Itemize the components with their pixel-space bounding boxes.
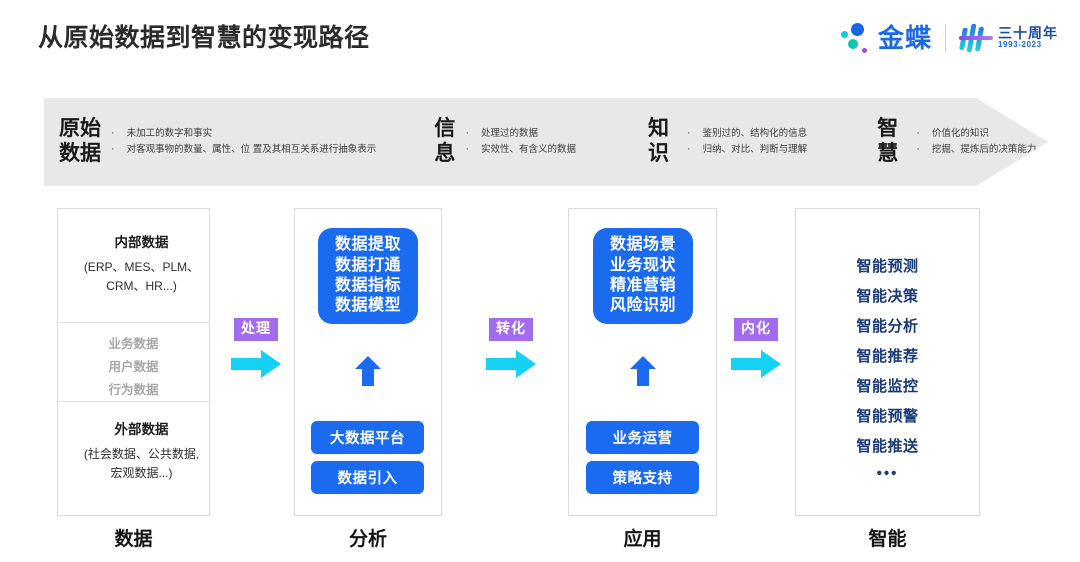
banner-bullet: · 未加工的数字和事实	[111, 126, 376, 142]
banner-stage-knowledge: 知 识 · 鉴别过的、结构化的信息 · 归纳、对比、判断与理解	[648, 98, 807, 186]
application-capability-item: 数据场景	[609, 236, 676, 254]
banner-stage-name: 信 息	[434, 117, 456, 165]
banner-stage-bullets: · 鉴别过的、结构化的信息 · 归纳、对比、判断与理解	[687, 126, 807, 158]
data-type-item: 业务数据	[108, 337, 159, 351]
anniversary-badge: 三十周年 1993-2023	[959, 22, 1058, 54]
analysis-ingest-pill[interactable]: 数据引入	[311, 461, 424, 494]
intelligence-item: 智能预警	[856, 408, 919, 425]
banner-stage-bullets: · 价值化的知识 · 挖掘、提炼后的决策能力	[916, 126, 1036, 158]
banner-bullet: · 处理过的数据	[465, 126, 576, 142]
column-card-intelligence	[795, 208, 980, 516]
internal-data-title: 内部数据	[114, 235, 169, 250]
intelligence-more-ellipsis: •••	[876, 465, 899, 482]
column-footer-data: 数据	[114, 529, 153, 550]
brand-logo: 金蝶 三十周年 1993-2023	[839, 18, 1058, 58]
intelligence-capability-list: 智能预测 智能决策 智能分析 智能推荐 智能监控 智能预警 智能推送 •••	[795, 252, 980, 486]
data-type-item: 用户数据	[108, 360, 159, 375]
external-data-sources: (社会数据、公共数据, 宏观数据...)	[83, 447, 200, 480]
intelligence-item: 智能监控	[856, 378, 919, 395]
banner-stage-name: 知 识	[648, 117, 669, 165]
banner-bullet: · 对客观事物的数量、属性、位 置及其相互关系进行抽象表示	[111, 142, 376, 158]
banner-bullet-text: 处理过的数据	[480, 128, 538, 140]
internal-data-block: 内部数据 (ERP、MES、PLM、 CRM、HR...)	[58, 231, 225, 295]
banner-bullet: · 归纳、对比、判断与理解	[687, 142, 807, 158]
banner-bullet-text: 价值化的知识	[931, 128, 989, 140]
column-footer-intelligence: 智能	[868, 529, 907, 550]
column-card-data: 内部数据 (ERP、MES、PLM、 CRM、HR...) 业务数据 用户数据 …	[57, 208, 210, 516]
banner-stage-information: 信 息 · 处理过的数据 · 实效性、有含义的数据	[434, 98, 576, 186]
banner-stage-wisdom: 智 慧 · 价值化的知识 · 挖掘、提炼后的决策能力	[877, 98, 1036, 186]
up-arrow-icon	[355, 356, 381, 386]
connector-label: 处理	[234, 318, 278, 341]
banner-bullet-text: 鉴别过的、结构化的信息	[702, 128, 808, 140]
divider	[58, 322, 209, 323]
analysis-capability-item: 数据提取	[334, 236, 401, 254]
internal-data-sources: (ERP、MES、PLM、 CRM、HR...)	[83, 260, 200, 293]
bullet-dot-icon: ·	[465, 127, 469, 140]
intelligence-item: 智能推荐	[856, 348, 919, 365]
banner-stage-bullets: · 处理过的数据 · 实效性、有含义的数据	[465, 126, 576, 158]
connector-processing: 处理	[224, 318, 288, 378]
banner-bullet: · 价值化的知识	[916, 126, 1036, 142]
banner-stage-raw-data: 原始 数据 · 未加工的数字和事实 · 对客观事物的数量、属性、位 置及其相互关…	[59, 98, 376, 186]
analysis-capability-item: 数据打通	[334, 256, 401, 274]
banner-stage-name: 原始 数据	[59, 117, 101, 165]
intelligence-item: 智能决策	[856, 288, 919, 305]
banner-bullet: · 实效性、有含义的数据	[465, 142, 576, 158]
stage-banner-arrow: 原始 数据 · 未加工的数字和事实 · 对客观事物的数量、属性、位 置及其相互关…	[44, 98, 1048, 186]
anniversary-title: 三十周年	[998, 25, 1058, 42]
analysis-capability-item: 数据指标	[334, 277, 401, 294]
data-type-item: 行为数据	[108, 383, 159, 398]
banner-bullet-text: 归纳、对比、判断与理解	[702, 144, 808, 155]
banner-bullet-text: 对客观事物的数量、属性、位 置及其相互关系进行抽象表示	[126, 144, 377, 155]
banner-bullet-text: 挖掘、提炼后的决策能力	[931, 144, 1037, 155]
banner-stage-bullets: · 未加工的数字和事实 · 对客观事物的数量、属性、位 置及其相互关系进行抽象表…	[111, 126, 376, 158]
application-capability-item: 风险识别	[609, 297, 676, 315]
analysis-capability-box[interactable]: 数据提取 数据打通 数据指标 数据模型	[318, 228, 418, 324]
application-capability-item: 精准营销	[609, 277, 676, 294]
connector-transformation: 转化	[479, 318, 543, 378]
bullet-dot-icon: ·	[687, 143, 691, 155]
bullet-dot-icon: ·	[111, 127, 115, 140]
application-capability-item: 业务现状	[609, 256, 676, 274]
divider	[58, 401, 209, 402]
external-data-title: 外部数据	[114, 422, 169, 437]
anniversary-mark-icon	[959, 22, 993, 54]
analysis-platform-pill[interactable]: 大数据平台	[311, 421, 424, 454]
up-arrow-icon	[630, 356, 656, 386]
right-arrow-icon	[231, 349, 281, 378]
intelligence-item: 智能预测	[856, 258, 919, 275]
connector-label: 转化	[489, 318, 533, 341]
brand-name: 金蝶	[877, 23, 932, 53]
connector-internalization: 内化	[724, 318, 788, 378]
bullet-dot-icon: ·	[111, 143, 115, 155]
external-data-block: 外部数据 (社会数据、公共数据, 宏观数据...)	[58, 418, 225, 482]
bullet-dot-icon: ·	[916, 127, 920, 140]
right-arrow-icon	[486, 349, 536, 378]
banner-bullet-text: 未加工的数字和事实	[126, 128, 213, 140]
banner-bullet: · 挖掘、提炼后的决策能力	[916, 142, 1036, 158]
anniversary-years: 1993-2023	[998, 40, 1042, 50]
intelligence-item: 智能分析	[856, 318, 919, 335]
application-operations-pill[interactable]: 业务运营	[586, 421, 699, 454]
page-title: 从原始数据到智慧的变现路径	[38, 24, 370, 52]
connector-label: 内化	[734, 318, 778, 341]
column-footer-analysis: 分析	[348, 529, 387, 550]
kingdee-dots-icon	[839, 21, 869, 55]
bullet-dot-icon: ·	[916, 143, 920, 155]
application-strategy-pill[interactable]: 策略支持	[586, 461, 699, 494]
banner-bullet-text: 实效性、有含义的数据	[480, 144, 576, 155]
banner-bullet: · 鉴别过的、结构化的信息	[687, 126, 807, 142]
right-arrow-icon	[731, 349, 781, 378]
column-footer-application: 应用	[623, 529, 662, 550]
analysis-capability-item: 数据模型	[334, 297, 401, 315]
intelligence-item: 智能推送	[856, 438, 919, 455]
data-types-block: 业务数据 用户数据 行为数据	[58, 333, 209, 402]
application-capability-box[interactable]: 数据场景 业务现状 精准营销 风险识别	[593, 228, 693, 324]
bullet-dot-icon: ·	[687, 127, 691, 140]
bullet-dot-icon: ·	[465, 143, 469, 155]
logo-divider	[945, 24, 946, 52]
banner-stage-name: 智 慧	[877, 117, 899, 165]
